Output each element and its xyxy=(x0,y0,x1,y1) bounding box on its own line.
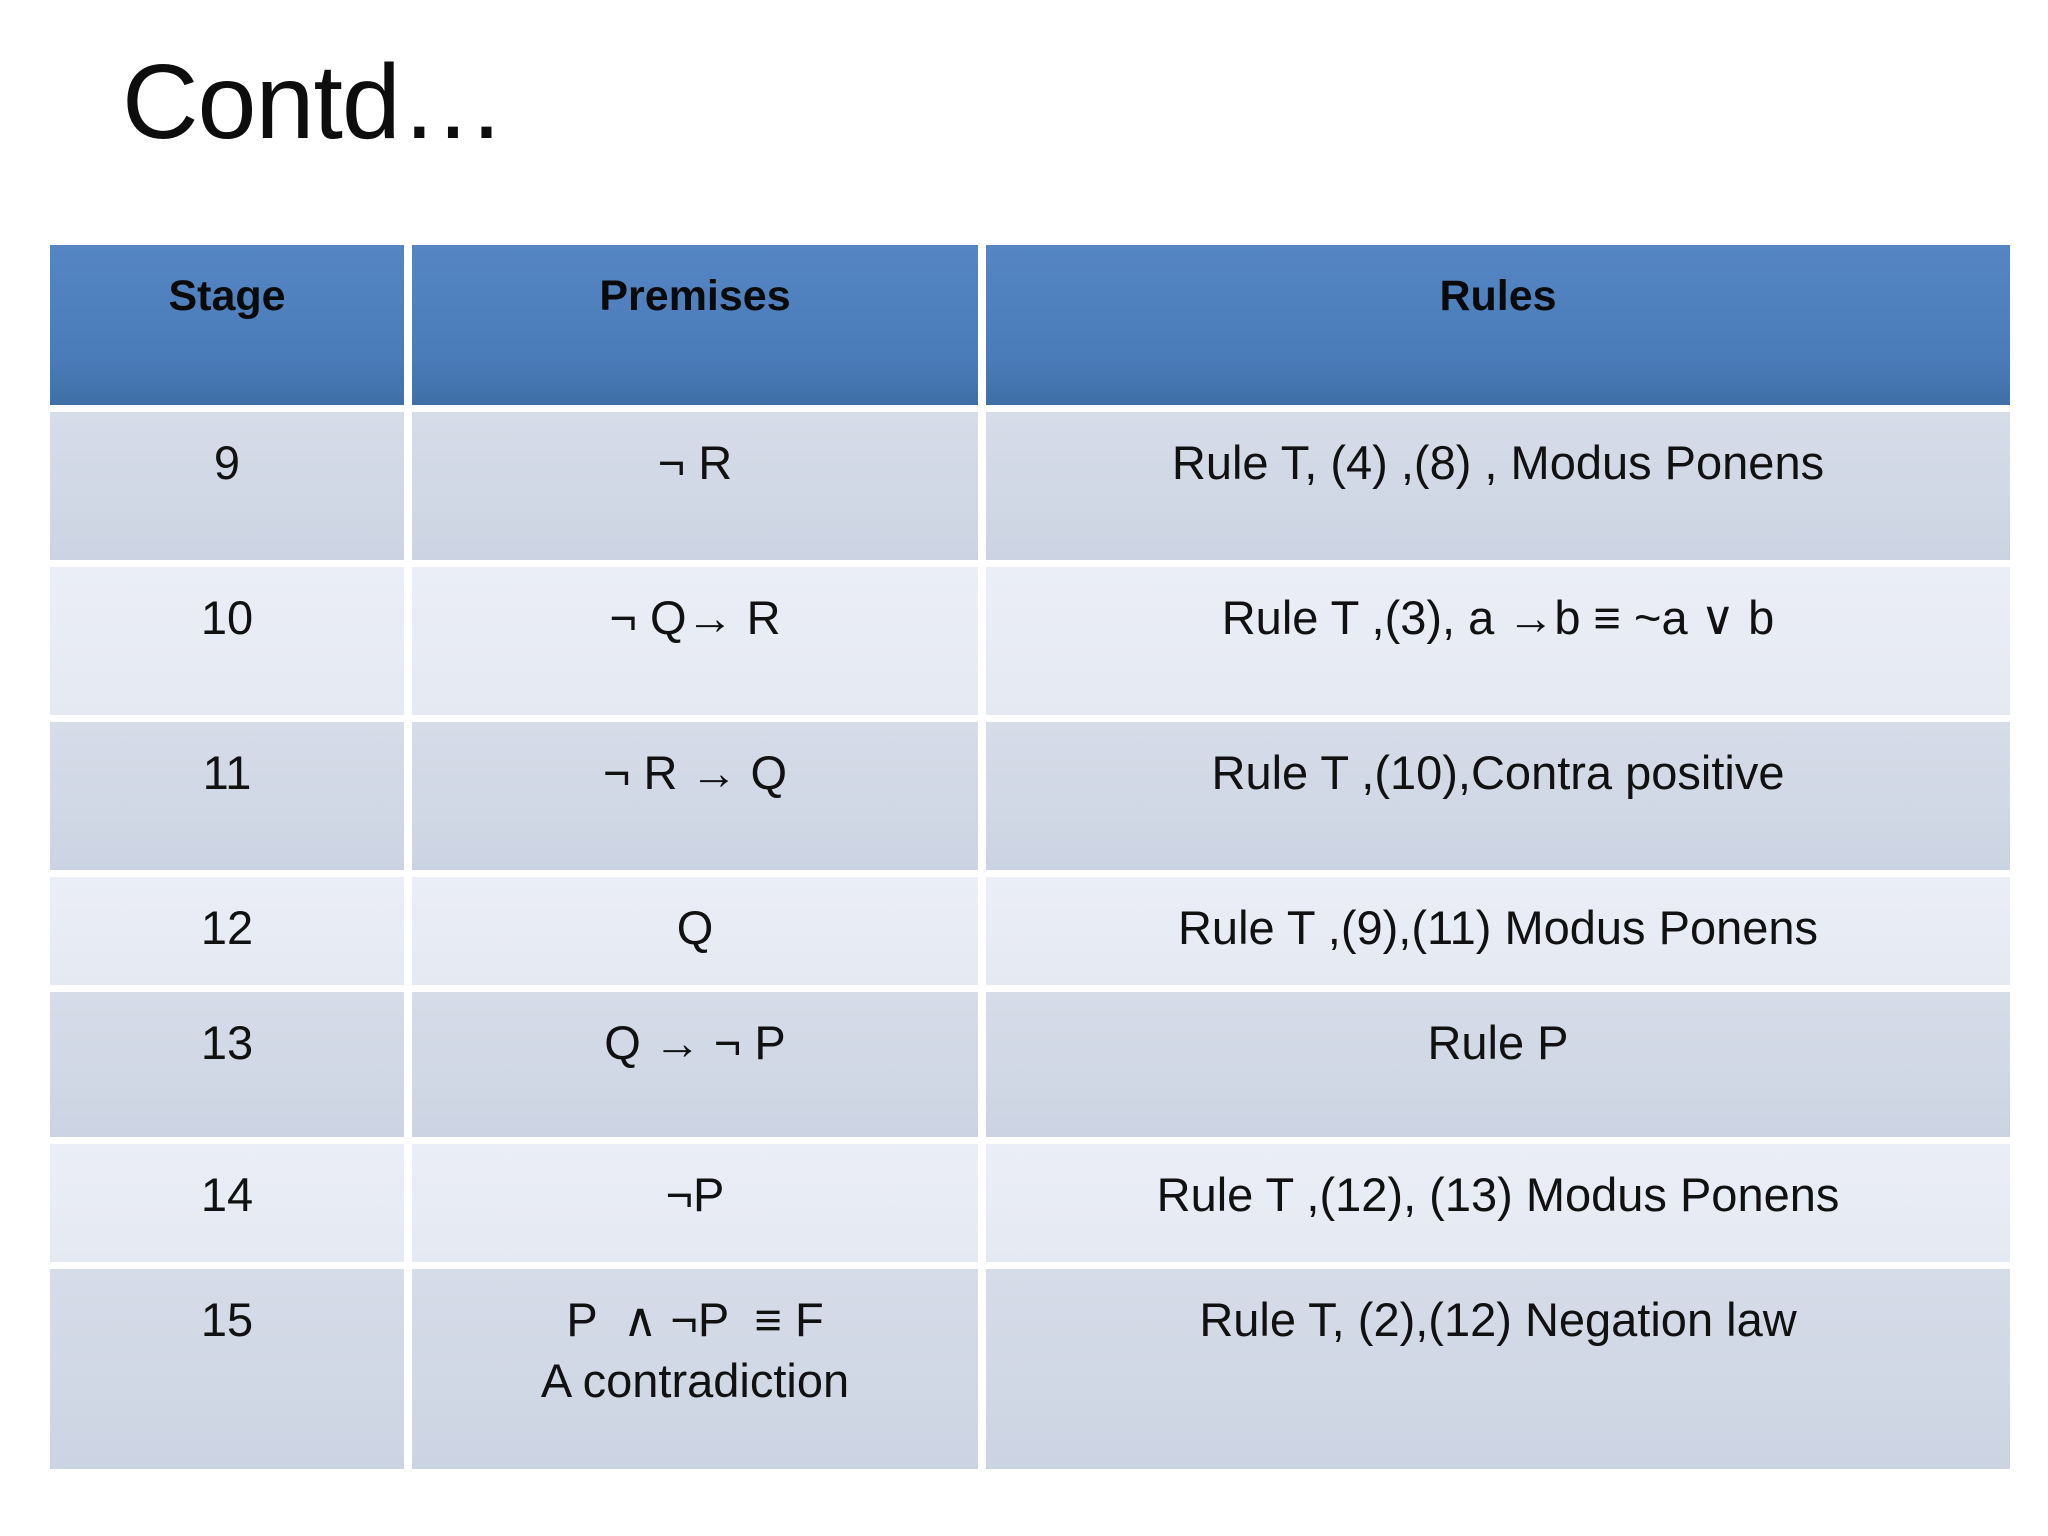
header-rules: Rules xyxy=(986,245,2010,405)
proof-table: Stage Premises Rules 9 ¬ R Rule T, (4) ,… xyxy=(50,245,2010,1469)
row-15-premises-formula: P ∧ ¬P ≡ F xyxy=(566,1293,824,1346)
row-10-stage: 10 xyxy=(50,567,404,715)
row-11-premises: ¬ R → Q xyxy=(412,722,978,870)
row-9-rules: Rule T, (4) ,(8) , Modus Ponens xyxy=(986,412,2010,560)
row-9-premises: ¬ R xyxy=(412,412,978,560)
row-11-stage: 11 xyxy=(50,722,404,870)
row-15-premises: P ∧ ¬P ≡ F A contradiction xyxy=(412,1269,978,1469)
row-12-stage: 12 xyxy=(50,877,404,985)
header-stage: Stage xyxy=(50,245,404,405)
row-13-rules: Rule P xyxy=(986,992,2010,1137)
row-15-rules: Rule T, (2),(12) Negation law xyxy=(986,1269,2010,1469)
row-12-rules: Rule T ,(9),(11) Modus Ponens xyxy=(986,877,2010,985)
row-10-premises: ¬ Q→ R xyxy=(412,567,978,715)
row-13-stage: 13 xyxy=(50,992,404,1137)
row-14-premises: ¬P xyxy=(412,1144,978,1262)
row-15-premises-note: A contradiction xyxy=(540,1354,850,1408)
row-10-rules: Rule T ,(3), a →b ≡ ~a ∨ b xyxy=(986,567,2010,715)
header-premises: Premises xyxy=(412,245,978,405)
row-11-rules: Rule T ,(10),Contra positive xyxy=(986,722,2010,870)
row-15-stage: 15 xyxy=(50,1269,404,1469)
slide-title: Contd… xyxy=(122,43,506,161)
row-14-rules: Rule T ,(12), (13) Modus Ponens xyxy=(986,1144,2010,1262)
row-9-stage: 9 xyxy=(50,412,404,560)
row-14-stage: 14 xyxy=(50,1144,404,1262)
row-13-premises: Q → ¬ P xyxy=(412,992,978,1137)
row-12-premises: Q xyxy=(412,877,978,985)
